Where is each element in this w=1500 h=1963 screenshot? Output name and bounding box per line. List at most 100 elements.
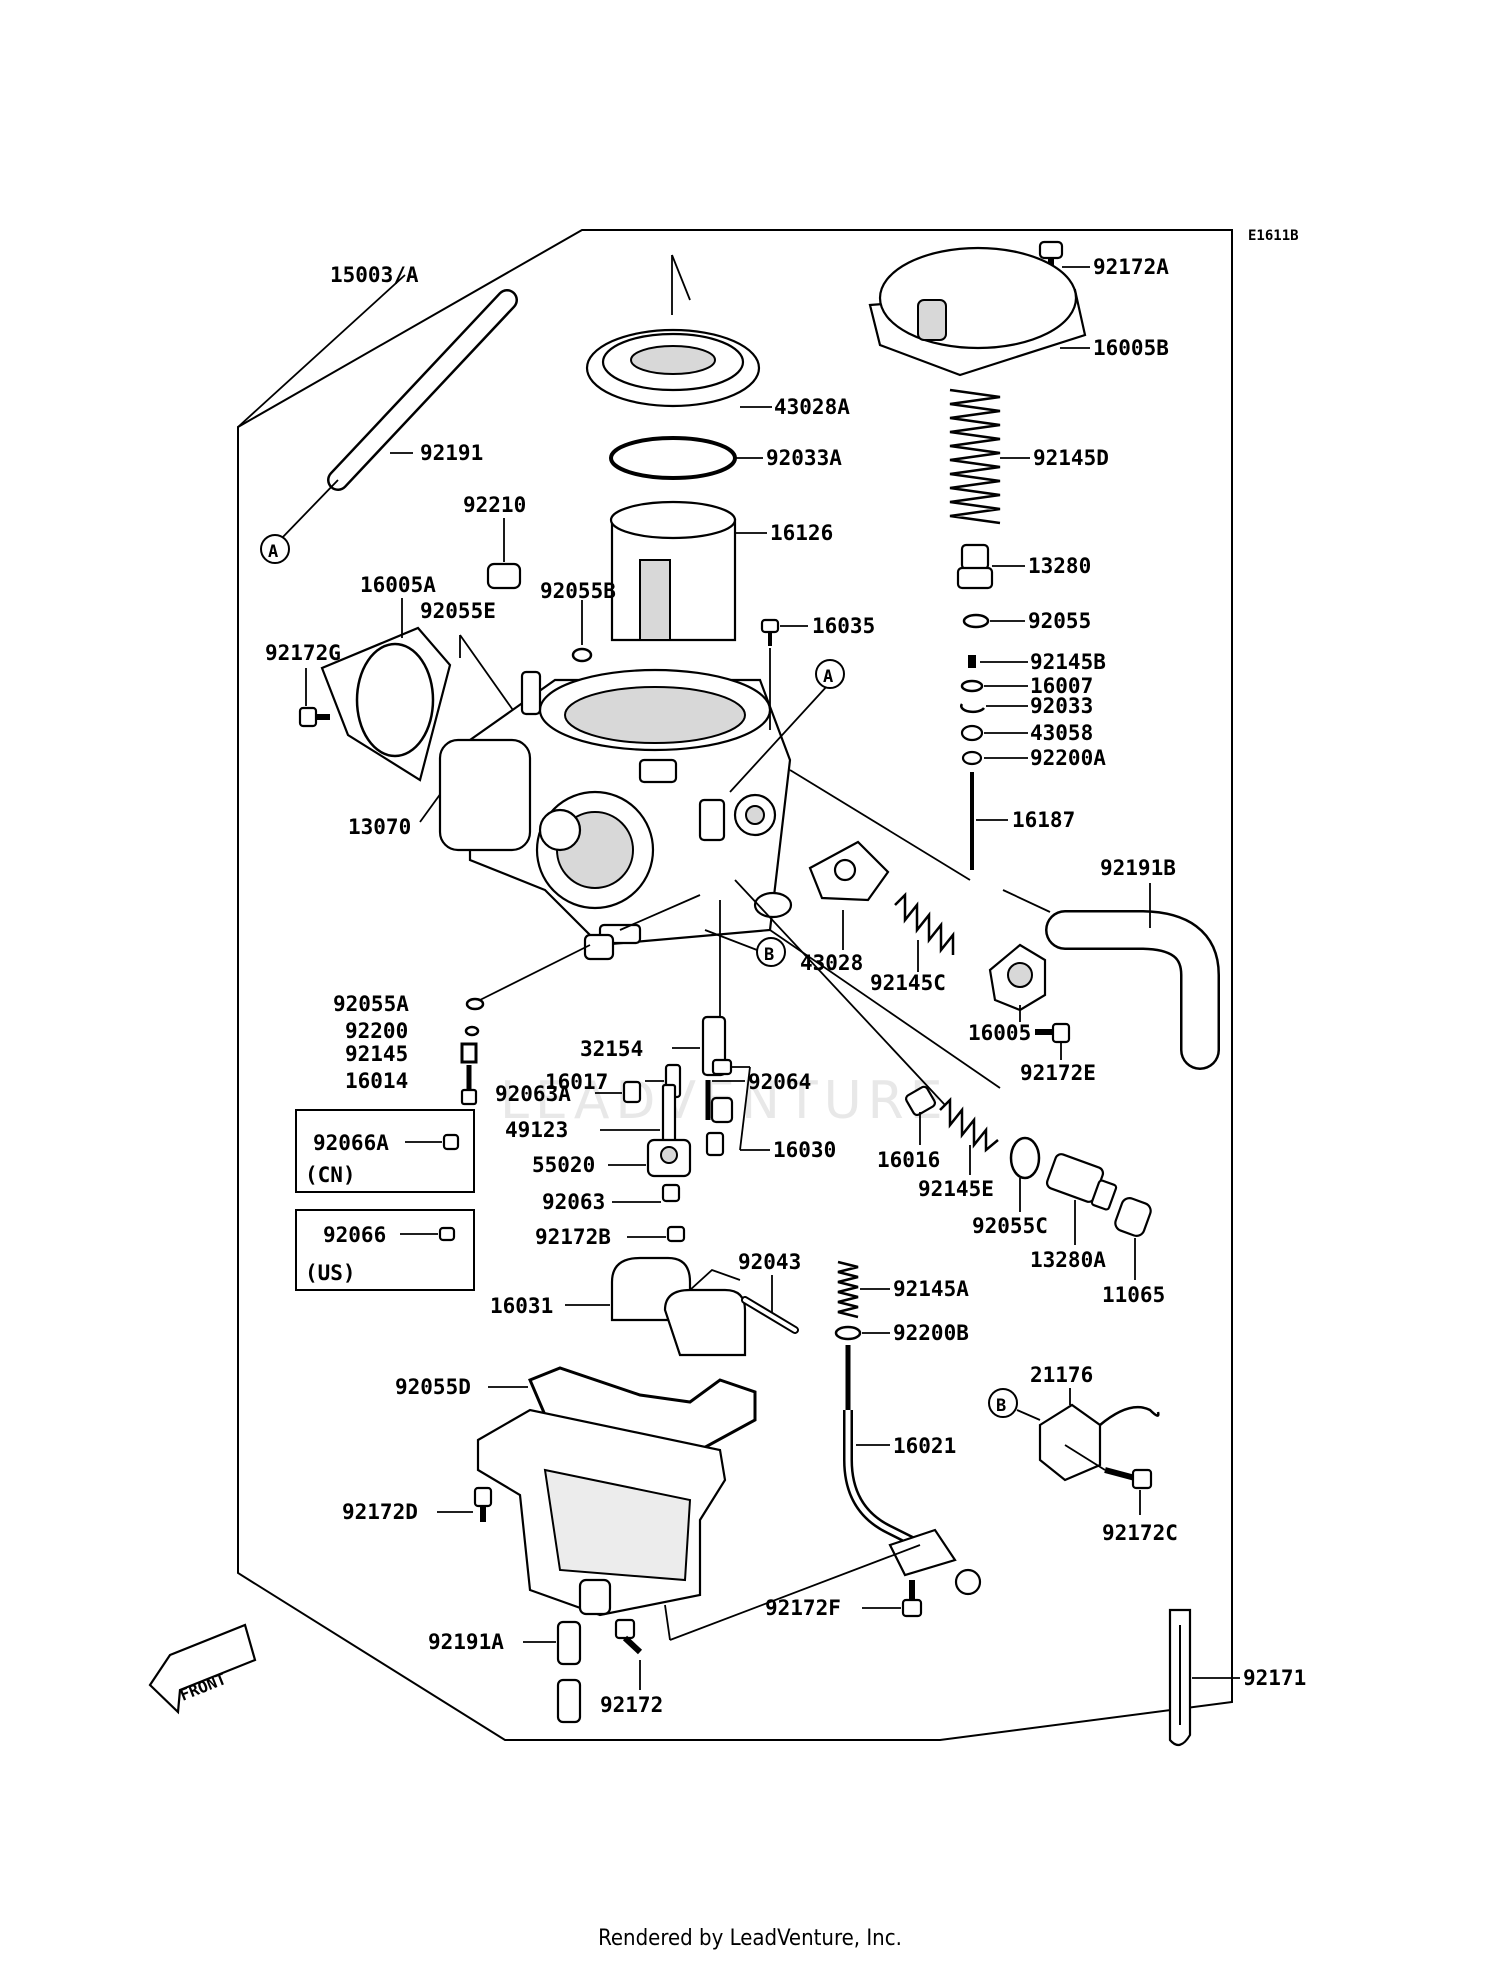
label-92055D: 92055D	[395, 1375, 471, 1399]
label-16126: 16126	[770, 521, 833, 545]
label-92191: 92191	[420, 441, 483, 465]
label-43058: 43058	[1030, 721, 1093, 745]
clip-92033	[960, 703, 986, 714]
screw-92172	[614, 1618, 643, 1655]
gasket-92055E	[355, 642, 435, 758]
screw-92172G	[298, 706, 330, 728]
washer-16007	[960, 679, 984, 693]
starter-21176	[1038, 1403, 1160, 1482]
jet-92063A	[622, 1080, 642, 1104]
oring-92055B	[571, 647, 593, 663]
washer-92200	[464, 1025, 480, 1037]
screw-92172F	[901, 1580, 923, 1618]
rod-92191	[327, 289, 518, 491]
label-16007: 16007	[1030, 674, 1093, 698]
label-92172: 92172	[600, 1693, 663, 1717]
ref-circle-b-top: B	[756, 937, 786, 967]
slide-16126	[609, 500, 737, 642]
label-43028: 43028	[800, 951, 863, 975]
jet-92063	[661, 1183, 681, 1203]
spring-92145D	[949, 388, 1001, 525]
label-92145B: 92145B	[1030, 650, 1106, 674]
ref-circle-a-left: A	[260, 534, 290, 564]
screw-92172D	[473, 1486, 493, 1522]
label-92064: 92064	[748, 1070, 811, 1094]
label-92200: 92200	[345, 1019, 408, 1043]
label-92172E: 92172E	[1020, 1061, 1096, 1085]
label-92033: 92033	[1030, 694, 1093, 718]
assembly-frame	[237, 229, 1233, 1741]
svg-text:A: A	[268, 542, 278, 562]
footer-credit: Rendered by LeadVenture, Inc.	[598, 1926, 902, 1951]
label-13280A: 13280A	[1030, 1248, 1106, 1272]
label-92172F: 92172F	[765, 1596, 841, 1620]
diaphragm-43028A	[585, 328, 761, 408]
label-92145C: 92145C	[870, 971, 946, 995]
label-15003A: 15003/A	[330, 263, 419, 287]
holder-13280A	[1045, 1153, 1118, 1211]
svg-text:A: A	[823, 667, 833, 687]
label-21176: 21176	[1030, 1363, 1093, 1387]
screw-92172E	[1035, 1022, 1071, 1044]
label-92055: 92055	[1028, 609, 1091, 633]
label-32154: 32154	[580, 1037, 643, 1061]
label-92055E: 92055E	[420, 599, 496, 623]
svg-text:B: B	[996, 1396, 1006, 1416]
label-92055B: 92055B	[540, 579, 616, 603]
part-92066	[438, 1226, 456, 1242]
label-16005B: 16005B	[1093, 336, 1169, 360]
label-92145D: 92145D	[1033, 446, 1109, 470]
spring-92145A	[837, 1260, 859, 1319]
washer-92200B	[834, 1325, 862, 1341]
label-16017: 16017	[545, 1070, 608, 1094]
label-92063A: 92063A	[495, 1082, 571, 1106]
label-16021: 16021	[893, 1434, 956, 1458]
tube-92191A	[556, 1620, 582, 1724]
block-55020	[646, 1138, 692, 1178]
label-92172B: 92172B	[535, 1225, 611, 1249]
label-92055C: 92055C	[972, 1214, 1048, 1238]
label-92066: 92066	[323, 1223, 386, 1247]
label-92172G: 92172G	[265, 641, 341, 665]
oring-92055C	[1009, 1136, 1041, 1180]
label-49123: 49123	[505, 1118, 568, 1142]
box-92066-us	[295, 1209, 475, 1291]
label-16005: 16005	[968, 1021, 1031, 1045]
label-92063: 92063	[542, 1190, 605, 1214]
screw-16035	[760, 618, 780, 646]
box-92066A-cn	[295, 1109, 475, 1193]
label-92145E: 92145E	[918, 1177, 994, 1201]
top-cover-16005B	[868, 246, 1087, 377]
seat-43058	[960, 724, 984, 742]
screw-92172B	[666, 1225, 686, 1243]
label-13070: 13070	[348, 815, 411, 839]
float-bowl	[476, 1408, 727, 1617]
nut-92210	[486, 562, 522, 590]
diagram-code: E1611B	[1248, 228, 1299, 244]
label-16031: 16031	[490, 1294, 553, 1318]
label-43028A: 43028A	[774, 395, 850, 419]
label-92055A: 92055A	[333, 992, 409, 1016]
label-92145A: 92145A	[893, 1277, 969, 1301]
label-13280: 13280	[1028, 554, 1091, 578]
label-11065: 11065	[1102, 1283, 1165, 1307]
label-92043: 92043	[738, 1250, 801, 1274]
label-16030: 16030	[773, 1138, 836, 1162]
label-55020: 55020	[532, 1153, 595, 1177]
ring-92033A	[609, 436, 737, 480]
label-us: (US)	[305, 1261, 356, 1285]
label-92191A: 92191A	[428, 1630, 504, 1654]
oring-92055	[962, 613, 990, 629]
label-16014: 16014	[345, 1069, 408, 1093]
part-92066A	[442, 1133, 460, 1151]
label-92191B: 92191B	[1100, 856, 1176, 880]
spring-92145E	[939, 1096, 999, 1153]
label-92171: 92171	[1243, 1666, 1306, 1690]
label-16035: 16035	[812, 614, 875, 638]
holder-13280	[956, 543, 994, 590]
ref-circle-b-bottom: B	[988, 1388, 1018, 1418]
svg-text:B: B	[764, 945, 774, 965]
cap-11065	[1114, 1197, 1152, 1237]
label-92172A: 92172A	[1093, 255, 1169, 279]
